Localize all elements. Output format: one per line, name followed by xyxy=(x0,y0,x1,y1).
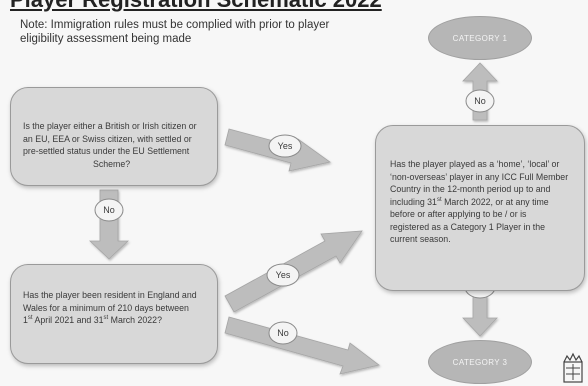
page-title: Player Registration Schematic 2022 xyxy=(10,0,382,13)
question-icc-box: Has the player played as a ‘home’, ‘loca… xyxy=(375,125,585,291)
yes-label: Yes xyxy=(276,270,291,280)
no-label: No xyxy=(277,328,289,338)
no-label: No xyxy=(474,96,486,106)
note-text: Note: Immigration rules must be complied… xyxy=(20,19,330,45)
category-3-outcome: CATEGORY 3 xyxy=(428,340,532,384)
arrow-q1-to-q2 xyxy=(88,189,130,260)
yes-label-bubble xyxy=(268,134,302,158)
residency-dates: 1st April 2021 and 31st March 2022? xyxy=(23,315,162,325)
question-citizenship-box: Is the player either a British or Irish … xyxy=(10,87,218,186)
arrow-q2-to-cat3 xyxy=(224,316,380,375)
no-label: No xyxy=(103,205,115,215)
icc-date-line: including 31st March 2022, or at any tim… xyxy=(390,196,549,207)
question-residency-box: Has the player been resident in England … xyxy=(10,264,218,364)
yes-label-bubble xyxy=(266,263,300,287)
crest-icon xyxy=(563,352,583,383)
arrow-q3-to-cat3 xyxy=(462,295,498,337)
no-label-bubble xyxy=(94,198,124,222)
no-label-bubble xyxy=(465,89,495,113)
category-1-outcome: CATEGORY 1 xyxy=(428,16,532,60)
no-label-bubble xyxy=(268,321,298,345)
yes-label: Yes xyxy=(278,141,293,151)
